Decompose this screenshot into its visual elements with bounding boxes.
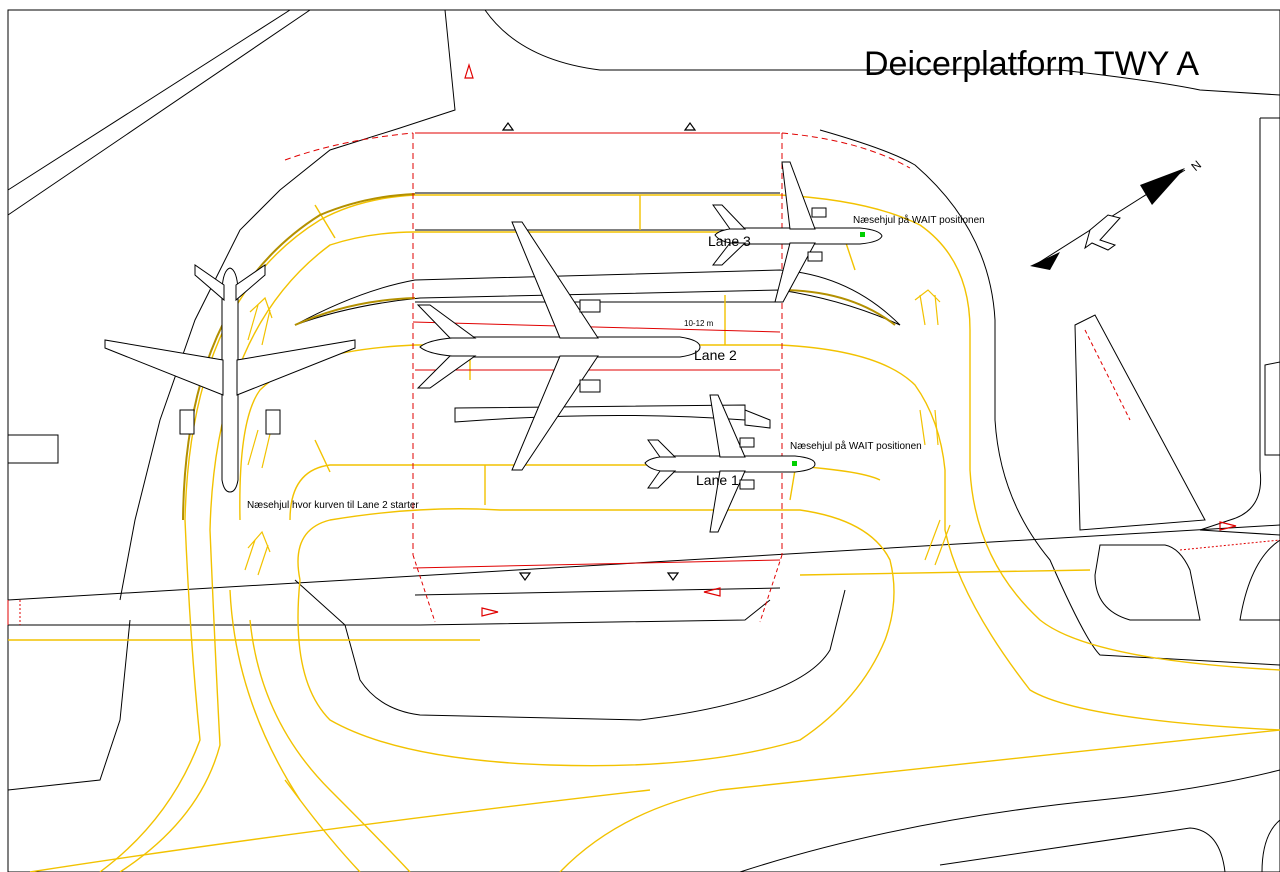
north-arrow-icon (1030, 168, 1186, 270)
dimension-label: 10-12 m (684, 319, 714, 328)
stop-triangles (501, 121, 697, 582)
lead-in-arrows (244, 289, 951, 576)
wait-note-lane-3: Næsehjul på WAIT positionen (853, 214, 985, 226)
drawing-frame (7, 9, 1280, 872)
page-title: Deicerplatform TWY A (864, 45, 1199, 83)
nose-wheel-marker-lane-3 (860, 232, 865, 237)
wait-note-lane-1: Næsehjul på WAIT positionen (790, 440, 922, 452)
direction-arrows (464, 62, 1237, 617)
north-label: N (1188, 158, 1204, 174)
nose-wheel-marker-lane-1 (792, 461, 797, 466)
lane-2-label: Lane 2 (694, 347, 737, 363)
deicing-pad-boundary (7, 132, 1280, 625)
lane-1-label: Lane 1 (696, 472, 739, 488)
taxi-guidance-lines (8, 194, 1280, 872)
aircraft-lane-1 (644, 394, 816, 533)
lane-3-label: Lane 3 (708, 233, 751, 249)
aircraft-lane-2 (416, 221, 701, 471)
aircraft-lane-3 (711, 161, 883, 303)
aircraft-entry-curve (104, 264, 356, 493)
curve-start-note: Næsehjul hvor kurven til Lane 2 starter (247, 500, 419, 511)
